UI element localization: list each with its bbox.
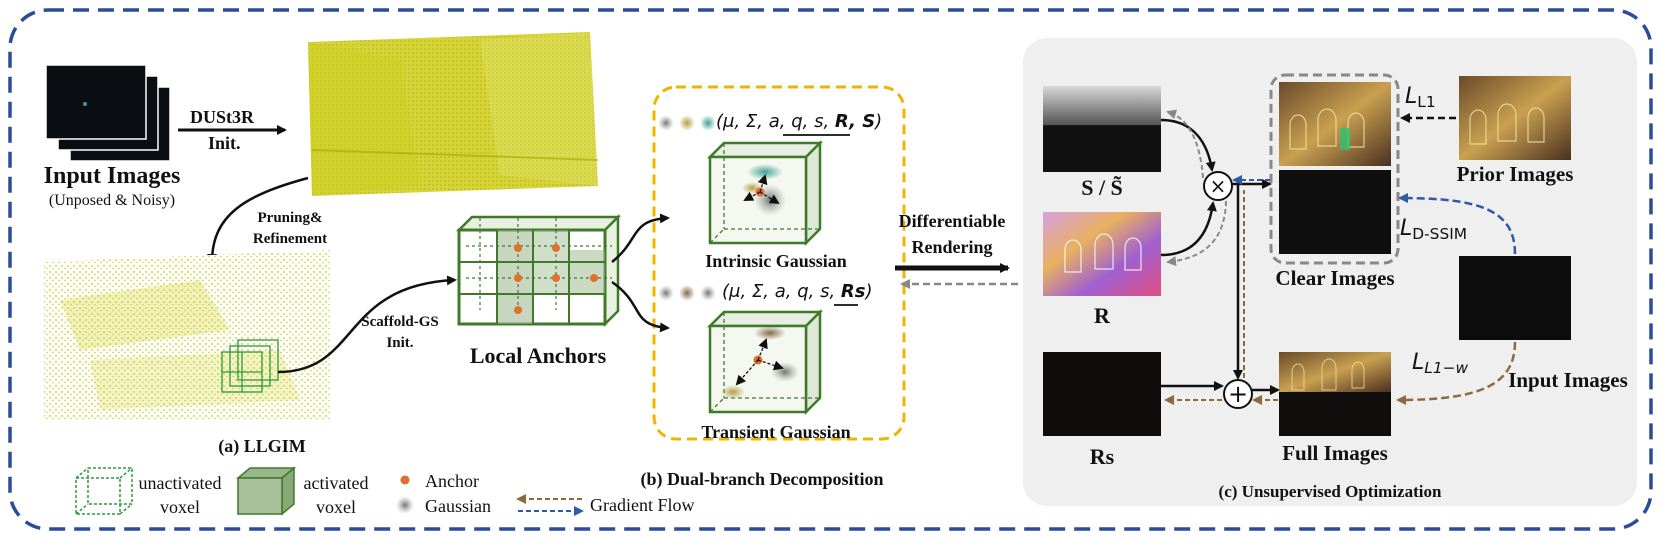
- legend-gaussian-label: Gaussian: [425, 496, 491, 516]
- input-image-stack: [45, 64, 171, 162]
- input-images-title: Input Images: [43, 163, 181, 189]
- clear-images-box: [1269, 73, 1400, 265]
- llgim-caption: (a) LLGIM: [218, 436, 306, 456]
- clear-images-label: Clear Images: [1275, 266, 1395, 290]
- rs-label: Rs: [1089, 444, 1115, 469]
- legend-unactivated-voxel-icon: [75, 467, 133, 515]
- input-images-right-label: Input Images: [1508, 368, 1628, 392]
- rendering-label: Rendering: [911, 237, 993, 257]
- input-images-subtitle: (Unposed & Noisy): [48, 192, 176, 209]
- loss-l1: LL1: [1405, 84, 1436, 111]
- small-voxel-block: [221, 339, 279, 393]
- full-image: [1279, 352, 1391, 436]
- multiply-icon: [1203, 171, 1233, 201]
- legend-unactivated-label: unactivated: [138, 473, 222, 493]
- transient-cube-icon: [706, 308, 824, 416]
- dust3r-init-label: Init.: [208, 133, 241, 153]
- refinement-label: Refinement: [252, 231, 328, 247]
- r-label: R: [1094, 303, 1110, 328]
- loss-l1w: LL1−w: [1412, 350, 1469, 377]
- legend-gaussian-icon: [396, 496, 414, 514]
- r-image: [1043, 212, 1161, 296]
- scaffold-label: Scaffold-GS: [361, 314, 439, 330]
- branch-box: [652, 85, 906, 441]
- intrinsic-gaussian-dots: [658, 115, 716, 131]
- outer-frame: [8, 8, 1653, 531]
- local-anchors-label: Local Anchors: [469, 343, 607, 368]
- full-images-label: Full Images: [1282, 441, 1388, 465]
- multiply-symbol: ×: [1209, 174, 1227, 198]
- legend-unactivated-voxel: voxel: [160, 497, 200, 517]
- clear-image-top: [1279, 82, 1391, 166]
- transient-gaussian-label: Transient Gaussian: [701, 422, 851, 442]
- right-input-image: [1459, 256, 1571, 340]
- legend-activated-label: activated: [303, 473, 369, 493]
- pruning-label: Pruning&: [257, 210, 323, 226]
- s-label: S / S̃: [1081, 175, 1123, 200]
- plus-symbol: +: [1227, 380, 1249, 408]
- intrinsic-cube-icon: [706, 139, 824, 247]
- differentiable-label: Differentiable: [898, 211, 1006, 231]
- transient-gaussian-dots: [658, 285, 716, 301]
- prior-images-label: Prior Images: [1456, 162, 1574, 186]
- legend-anchor-label: Anchor: [425, 471, 479, 491]
- local-anchors-grid: [455, 213, 622, 328]
- transient-params: (μ, Σ, a, q, s, Rs): [722, 281, 873, 302]
- intrinsic-gaussian-label: Intrinsic Gaussian: [705, 251, 847, 271]
- branch-caption: (b) Dual-branch Decomposition: [640, 469, 884, 489]
- legend-activated-voxel-icon: [235, 466, 297, 516]
- s-image: [1043, 86, 1161, 172]
- prior-image: [1459, 76, 1571, 160]
- optimization-caption: (c) Unsupervised Optimization: [1218, 482, 1442, 501]
- legend-anchor-icon: [400, 475, 410, 485]
- intrinsic-params: (μ, Σ, a, q, s, R, S): [716, 111, 883, 132]
- clear-image-bottom: [1279, 170, 1391, 254]
- scaffold-init-label: Init.: [386, 335, 414, 351]
- legend-activated-voxel: voxel: [316, 497, 356, 517]
- dense-pointcloud: [308, 32, 599, 196]
- loss-dssim: LD-SSIM: [1400, 216, 1468, 243]
- sparse-pointcloud: [44, 250, 330, 420]
- plus-icon: [1223, 379, 1253, 409]
- legend-gradient-flow-label: Gradient Flow: [590, 495, 695, 515]
- dust3r-label: DUSt3R: [190, 107, 255, 127]
- rs-image: [1043, 352, 1161, 436]
